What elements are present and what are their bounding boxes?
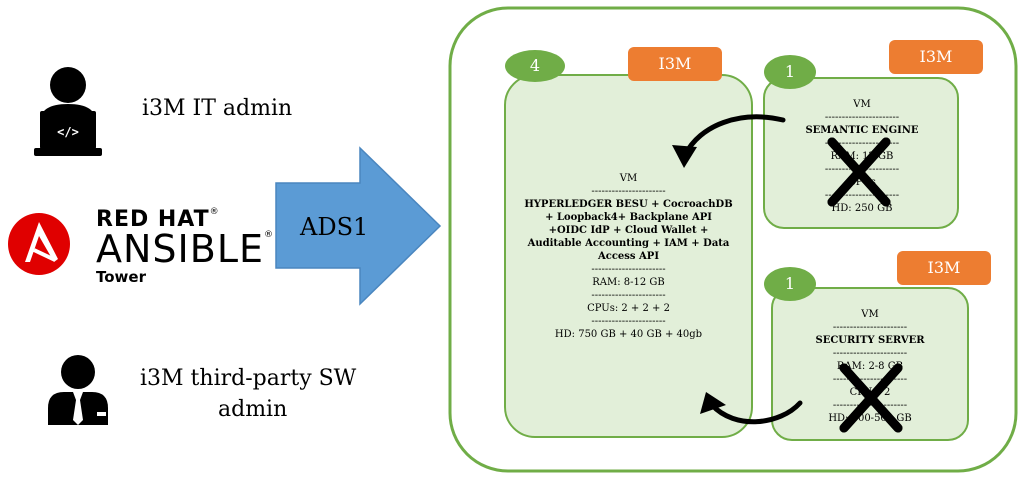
main-vm-cpus: CPUs: 2 + 2 + 2 [587,303,670,314]
main-vm-hd: HD: 750 GB + 40 GB + 40gb [554,329,703,340]
main-vm-service-5: Access API [598,251,659,262]
semantic-vm-count-badge [764,55,816,89]
merge-arrow-security [709,400,803,425]
semantic-vm-name: SEMANTIC ENGINE [805,125,919,136]
main-vm-tag: I3M [658,54,692,73]
semantic-vm-separator-2: ---------------------- [824,138,900,149]
main-vm-ram: RAM: 8-12 GB [592,277,665,288]
security-vm-separator-3: ---------------------- [832,374,908,385]
semantic-vm-count: 1 [784,62,796,81]
main-vm-service-2: + Loopback4+ Backplane API [545,212,712,223]
security-vm-tag: I3M [927,258,961,277]
semantic-vm-hd: HD: 250 GB [831,203,893,214]
semantic-vm-separator-1: ---------------------- [824,112,900,123]
ansible-reg-mark-main: ® [264,230,273,240]
semantic-vm-tag-box [889,40,983,74]
main-vm-count: 4 [529,56,541,75]
security-vm-ram: RAM: 2-8 GB [836,361,904,372]
merge-arrow-semantic-head [672,145,697,168]
main-vm-count-badge [505,50,565,82]
main-vm-tag-box [628,47,722,81]
ads1-label: ADS1 [300,213,369,241]
security-vm-details: VM ---------------------- SECURITY SERVE… [778,308,962,425]
main-vm-title: VM [619,173,638,184]
businessman-icon [48,355,108,425]
security-vm-separator-1: ---------------------- [832,322,908,333]
merge-arrow-security-head [700,392,726,414]
semantic-vm-separator-3: ---------------------- [824,164,900,175]
main-vm-separator-1: ---------------------- [591,186,666,197]
security-vm-separator-2: ---------------------- [832,348,908,359]
main-vm-service-1: HYPERLEDGER BESU + CocroachDB [524,199,733,210]
semantic-vm-details: VM ---------------------- SEMANTIC ENGIN… [770,98,954,215]
sw-admin-label-line2: admin [218,397,288,422]
ansible-reg-mark-top: ® [209,207,219,217]
security-vm-hd: HD: 100-500 GB [828,413,912,424]
merge-arrow-semantic [682,114,786,158]
svg-text:</>: </> [57,125,79,139]
semantic-vm-separator-4: ---------------------- [824,190,900,201]
main-vm-service-3: +OIDC IdP + Cloud Wallet + [548,225,709,236]
main-vm-separator-2: ---------------------- [591,264,666,275]
ansible-brand-sub: Tower [96,268,146,286]
laptop-user-icon: </> [34,67,102,156]
ansible-logo-icon [8,213,70,275]
security-vm-separator-4: ---------------------- [832,400,908,411]
ansible-brand-top: RED HAT [96,207,210,232]
main-vm-details: VM ---------------------- HYPERLEDGER BE… [510,172,747,341]
security-vm-count-badge [764,267,816,301]
main-vm-separator-4: ---------------------- [591,316,666,327]
main-vm-separator-3: ---------------------- [591,290,666,301]
semantic-vm-cpus: CPUs [848,177,876,188]
semantic-vm-ram: RAM: 12 GB [830,151,894,162]
it-admin-label: i3M IT admin [142,96,293,121]
main-vm-service-4: Auditable Accounting + IAM + Data [527,238,730,249]
semantic-vm-tag: I3M [919,47,953,66]
security-vm-tag-box [897,251,991,285]
security-vm-cpus: CPUs: 2 [849,387,891,398]
semantic-vm-title: VM [853,99,871,110]
security-vm-count: 1 [784,274,796,293]
sw-admin-label-line1: i3M third-party SW [140,366,357,391]
ads1-arrow [275,146,442,306]
security-vm-name: SECURITY SERVER [815,335,925,346]
security-vm-title: VM [861,309,879,320]
ansible-brand: RED HAT® ANSIBLE® Tower [96,207,273,286]
ansible-brand-main: ANSIBLE [96,227,264,271]
